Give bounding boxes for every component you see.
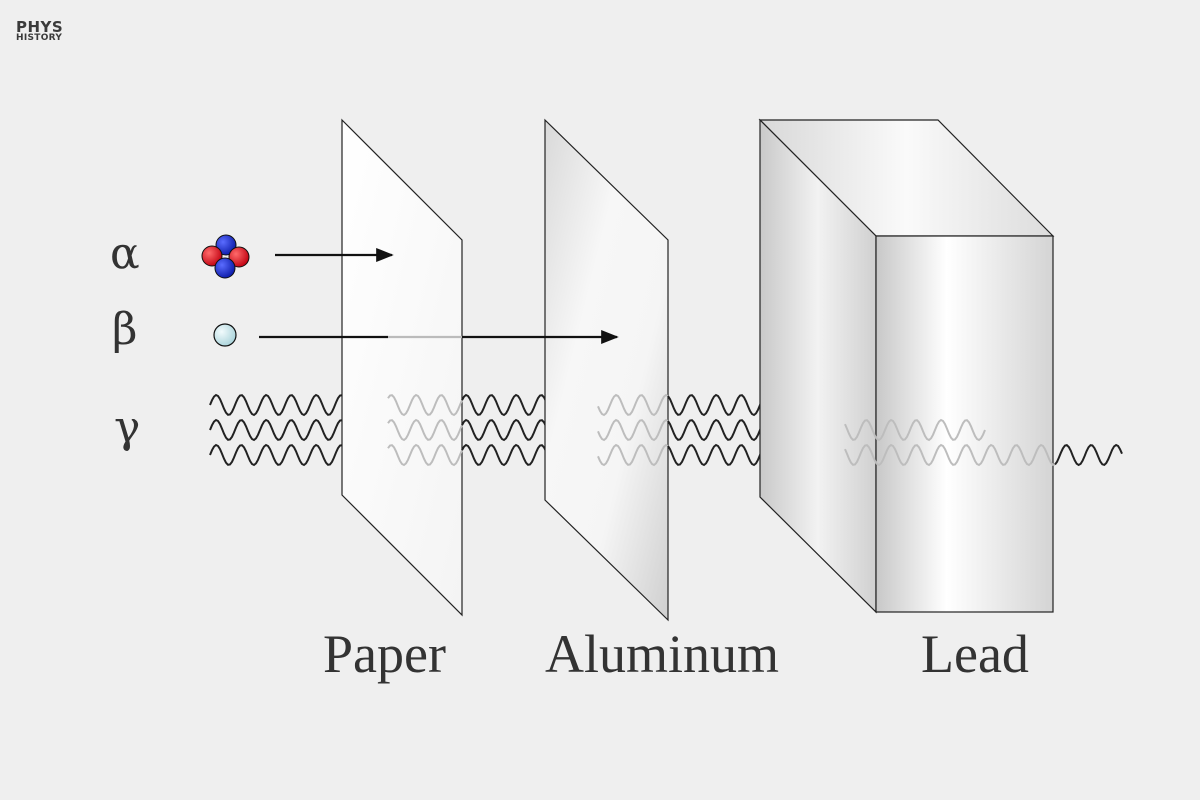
lead-block [758, 118, 1055, 614]
proton [228, 246, 250, 268]
lead-label: Lead [921, 624, 1029, 684]
gamma-wave-emerging [1054, 443, 1123, 467]
lead-block-front [875, 235, 1054, 613]
alpha-label: α [110, 228, 140, 279]
paper-sheet [341, 118, 463, 617]
gamma-waves-segment-4 [844, 418, 1123, 467]
gamma-wave-faded [387, 418, 463, 442]
gamma-wave-faded [844, 443, 1056, 467]
logo-line-2: HISTORY [16, 33, 63, 43]
paper-label: Paper [323, 624, 446, 684]
phys-history-logo: PHYS HISTORY [16, 20, 63, 43]
aluminum-label: Aluminum [545, 624, 780, 684]
neutron [214, 257, 236, 279]
alpha-particle [201, 234, 250, 279]
gamma-wave-faded [597, 393, 669, 417]
proton [201, 245, 223, 267]
gamma-wave-faded [597, 418, 669, 442]
logo-line-1: PHYS [16, 18, 64, 36]
beta-label: β [112, 304, 138, 355]
gamma-label: γ [114, 402, 141, 453]
neutron [215, 234, 237, 256]
aluminum-sheet [544, 118, 669, 622]
gamma-wave-faded [387, 393, 463, 417]
gamma-wave-faded [844, 418, 986, 442]
gamma-wave-faded [387, 443, 463, 467]
beta-particle [213, 323, 237, 347]
gamma-wave-faded [597, 443, 669, 467]
